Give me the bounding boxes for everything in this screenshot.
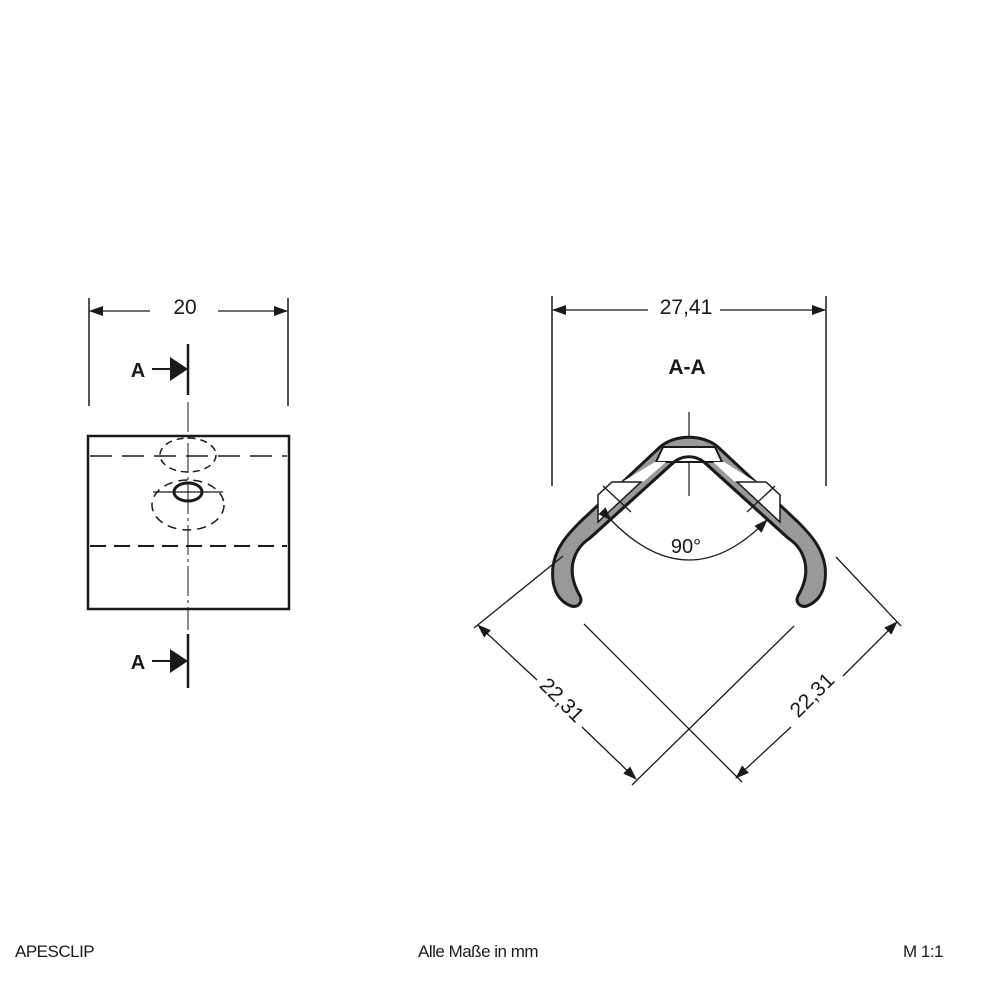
clip-front-outline xyxy=(86,434,291,611)
section-width-dimension: 27,41 xyxy=(660,296,713,319)
front-view xyxy=(86,298,291,688)
right-leg-dimension: 22,31 xyxy=(786,669,839,722)
section-view xyxy=(473,296,902,786)
section-label-top: A xyxy=(131,360,145,382)
section-arrow-bottom-icon xyxy=(170,649,188,673)
front-width-dimension: 20 xyxy=(173,296,196,319)
units-note: Alle Maße in mm xyxy=(418,942,539,961)
section-label-bottom: A xyxy=(131,652,145,674)
scale-label: M 1:1 xyxy=(903,942,944,961)
section-title: A-A xyxy=(668,356,705,379)
section-arrow-top-icon xyxy=(170,357,188,381)
product-name: APESCLIP xyxy=(15,942,95,961)
angle-dimension: 90° xyxy=(671,536,701,558)
left-leg-dimension: 22,31 xyxy=(535,674,588,727)
